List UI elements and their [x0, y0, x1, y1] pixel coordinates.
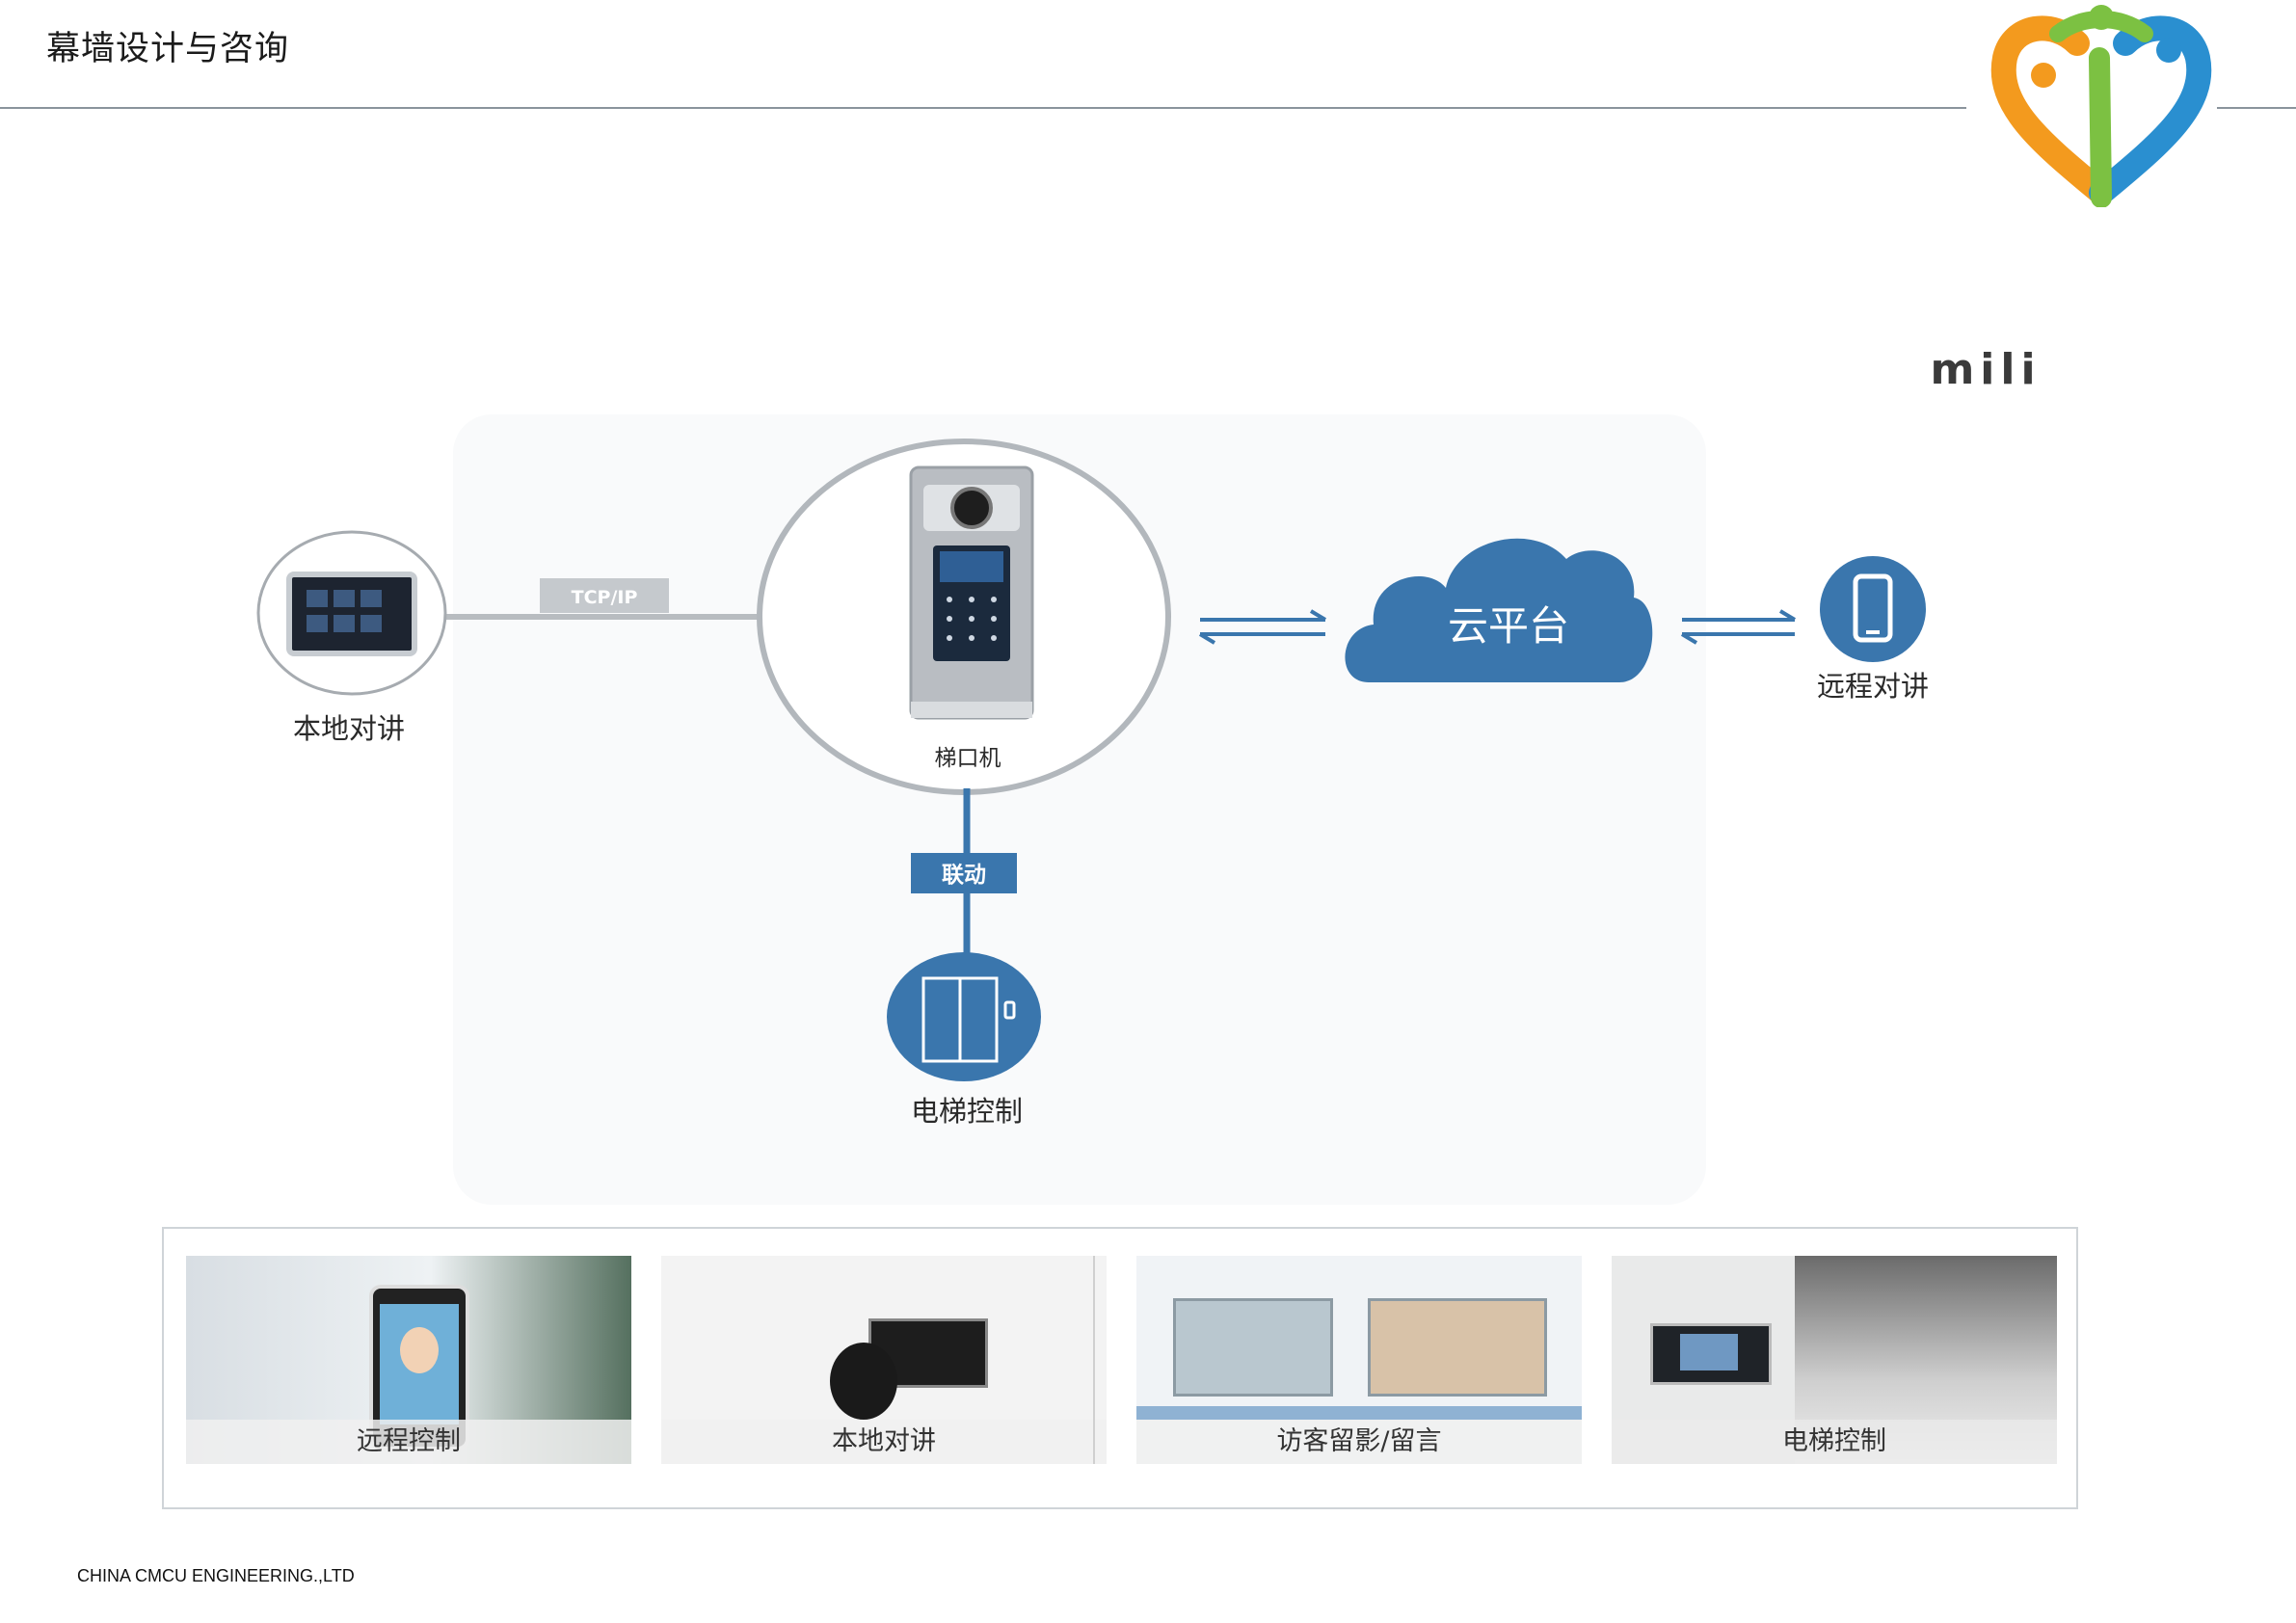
remote-intercom-label: 远程对讲: [1817, 670, 1929, 703]
door-station-label: 梯口机: [935, 746, 1001, 771]
tcp-label: TCP/IP: [572, 587, 638, 608]
snapshot-photo-right: [1368, 1298, 1547, 1397]
snapshot-photo-left: [1173, 1298, 1333, 1397]
feature-card-remote-control: 远程控制: [186, 1256, 631, 1464]
person-head-icon: [830, 1343, 897, 1420]
feature-label-remote-control: 远程控制: [186, 1420, 631, 1464]
feature-label-elevator-control: 电梯控制: [1612, 1420, 2057, 1464]
feature-strip: 远程控制 本地对讲 访客留影/留言 电梯控制: [162, 1227, 2078, 1509]
footer-company: CHINA CMCU ENGINEERING.,LTD: [77, 1566, 355, 1585]
feature-label-local-intercom: 本地对讲: [661, 1420, 1107, 1464]
header-divider-right: [2217, 107, 2296, 109]
feature-card-visitor-message: 访客留影/留言: [1136, 1256, 1582, 1464]
page-title: 幕墙设计与咨询: [46, 30, 290, 68]
elevator-panel-photo-icon: [1650, 1323, 1772, 1385]
elevator-control-label: 电梯控制: [911, 1095, 1023, 1128]
monitor-panel-icon: [286, 572, 417, 656]
header-divider-left: [0, 107, 1966, 109]
remote-intercom-node: [1820, 556, 1926, 662]
linkage-label: 联动: [942, 863, 986, 888]
timeline-bar: [1136, 1406, 1582, 1420]
cloud-platform-icon: [1345, 538, 1653, 682]
linkage-label-box: [911, 853, 1017, 893]
local-intercom-label: 本地对讲: [293, 712, 405, 745]
elevator-doors-icon: [921, 976, 1016, 1063]
bidirectional-arrow-right: [1680, 609, 1797, 645]
cloud-platform-label: 云平台: [1448, 602, 1569, 650]
elevator-control-node: [887, 952, 1041, 1081]
feature-label-visitor-message: 访客留影/留言: [1136, 1420, 1582, 1464]
heart-people-logo-icon: [1990, 5, 2212, 207]
smartphone-icon: [1853, 573, 1893, 643]
feature-card-local-intercom: 本地对讲: [661, 1256, 1107, 1464]
tcp-label-box: [540, 578, 669, 613]
feature-card-elevator-control: 电梯控制: [1612, 1256, 2057, 1464]
bidirectional-arrow-left: [1198, 609, 1327, 645]
brand-mark: mili: [1930, 345, 2041, 394]
panel-divider: [1093, 1256, 1095, 1464]
